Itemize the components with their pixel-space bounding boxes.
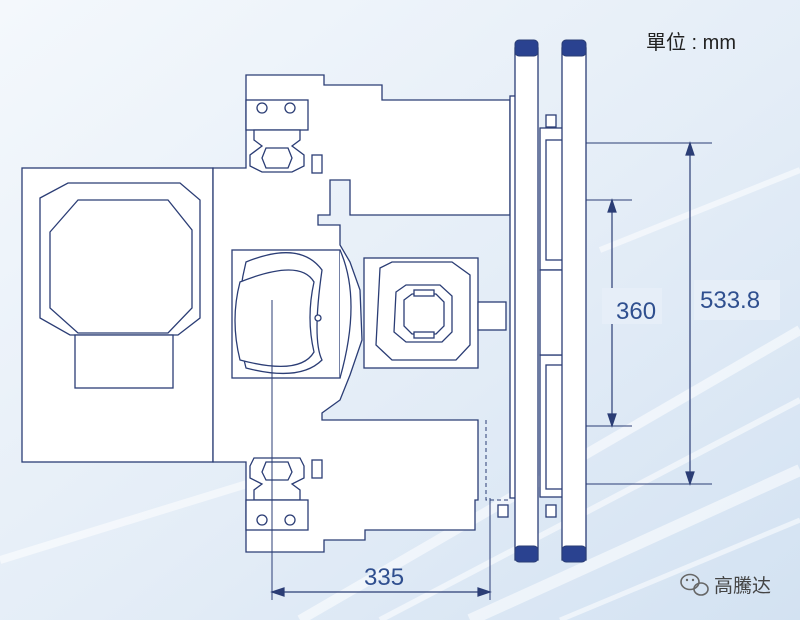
motor-inner-octagon [49,199,193,334]
motor-base-block [74,334,174,389]
bearing-center-mark [314,314,322,322]
wechat-icon [680,573,709,596]
dimension-533-label: 533.8 [700,287,760,314]
lower-rail-bolt-left [256,514,268,526]
dim-arrow-360-bottom [607,413,617,428]
label-bg-533 [694,280,780,320]
extension-lines [271,142,712,600]
upper-rail-cap [245,99,309,131]
column-rail-left [514,47,539,561]
carriage-body [212,74,511,553]
seal-top-right [561,39,587,57]
top-bolt-right [545,114,557,128]
upper-rail-clamp [311,154,323,174]
upper-guide-block [261,147,293,169]
bearing-inner-race [234,269,315,368]
ballscrew-key-bottom [413,331,435,339]
dimension-lines [270,141,695,597]
dim-arrow-360-top [607,198,617,213]
label-bg-360 [602,288,662,324]
dim-arrow-335-left [270,587,285,597]
dim-arrow-533-bottom [685,471,695,486]
lower-guide-block [261,461,293,481]
bottom-bolt-right [545,504,557,518]
ballscrew-core [403,293,445,335]
dimension-335-label: 335 [364,564,404,591]
bearing-arc [339,249,352,379]
bottom-bolt-left [497,504,509,518]
column-rail-right [561,47,587,561]
unit-label: 單位 : mm [646,31,736,54]
rail-seals [514,39,587,563]
lower-rail-bolt-right [284,514,296,526]
hidden-line [485,420,510,501]
dim-arrow-533-top [685,141,695,156]
dimension-360-label: 360 [616,298,656,325]
dim-arrow-335-right [477,587,492,597]
ballscrew-key-top [413,289,435,297]
upper-rail-bolt-right [284,102,296,114]
watermark-text: 高騰达 [714,575,771,597]
seal-bottom-right [561,545,587,563]
lower-rail-cap [245,499,309,531]
lower-rail-clamp [311,459,323,479]
ballscrew-shaft-end [477,301,507,331]
seal-bottom-left [514,545,539,563]
upper-rail-bolt-left [256,102,268,114]
seal-top-left [514,39,539,57]
